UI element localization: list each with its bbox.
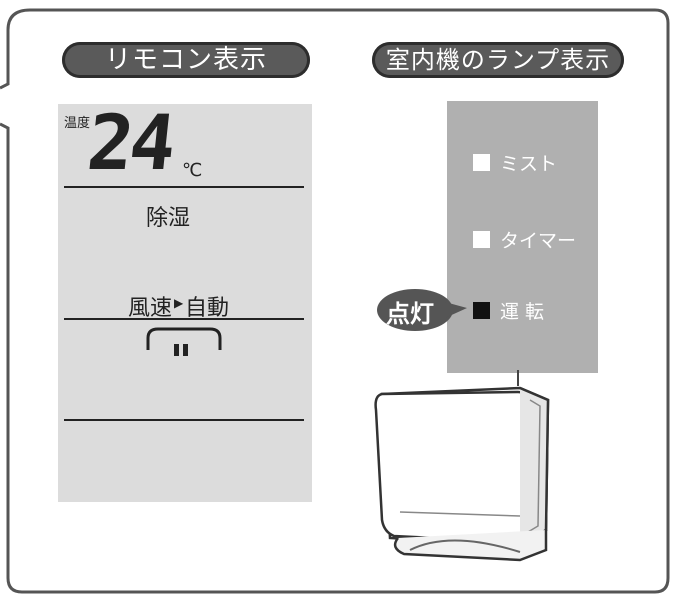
mode-label: 除湿 — [146, 206, 191, 231]
lamp-timer-label: タイマー — [500, 230, 577, 252]
fan-speed-label: 風速 — [128, 296, 173, 321]
lamp-operation: 運 転 — [473, 297, 544, 324]
lcd-divider — [64, 318, 304, 320]
temperature-value: 24 — [83, 98, 177, 187]
lamp-operation-label: 運 転 — [500, 301, 545, 323]
lit-callout-bubble — [377, 289, 467, 331]
indoor-unit-illustration — [374, 370, 550, 562]
lamp-timer: タイマー — [473, 226, 576, 253]
remote-lcd-display: 温度 24 ℃ 除湿 風速 ▶ 自動 — [58, 98, 312, 502]
temperature-unit: ℃ — [182, 160, 203, 181]
lamp-off-icon — [473, 231, 490, 248]
lit-callout-text: 点灯 — [386, 300, 434, 328]
lamp-mist: ミスト — [473, 149, 557, 176]
fan-arrow-icon: ▶ — [174, 296, 184, 310]
fan-speed-value: 自動 — [185, 296, 230, 321]
lamp-mist-label: ミスト — [500, 153, 558, 175]
remote-display-title: リモコン表示 — [62, 42, 310, 78]
lamp-panel: ミスト タイマー 運 転 — [447, 101, 598, 373]
lcd-divider — [64, 186, 304, 188]
airflow-louver-icon — [146, 327, 222, 356]
indoor-unit-lamp-title: 室内機のランプ表示 — [372, 42, 624, 78]
lamp-off-icon — [473, 154, 490, 171]
temperature-label: 温度 — [64, 116, 91, 131]
lamp-on-icon — [473, 302, 490, 319]
lcd-divider — [64, 419, 304, 421]
